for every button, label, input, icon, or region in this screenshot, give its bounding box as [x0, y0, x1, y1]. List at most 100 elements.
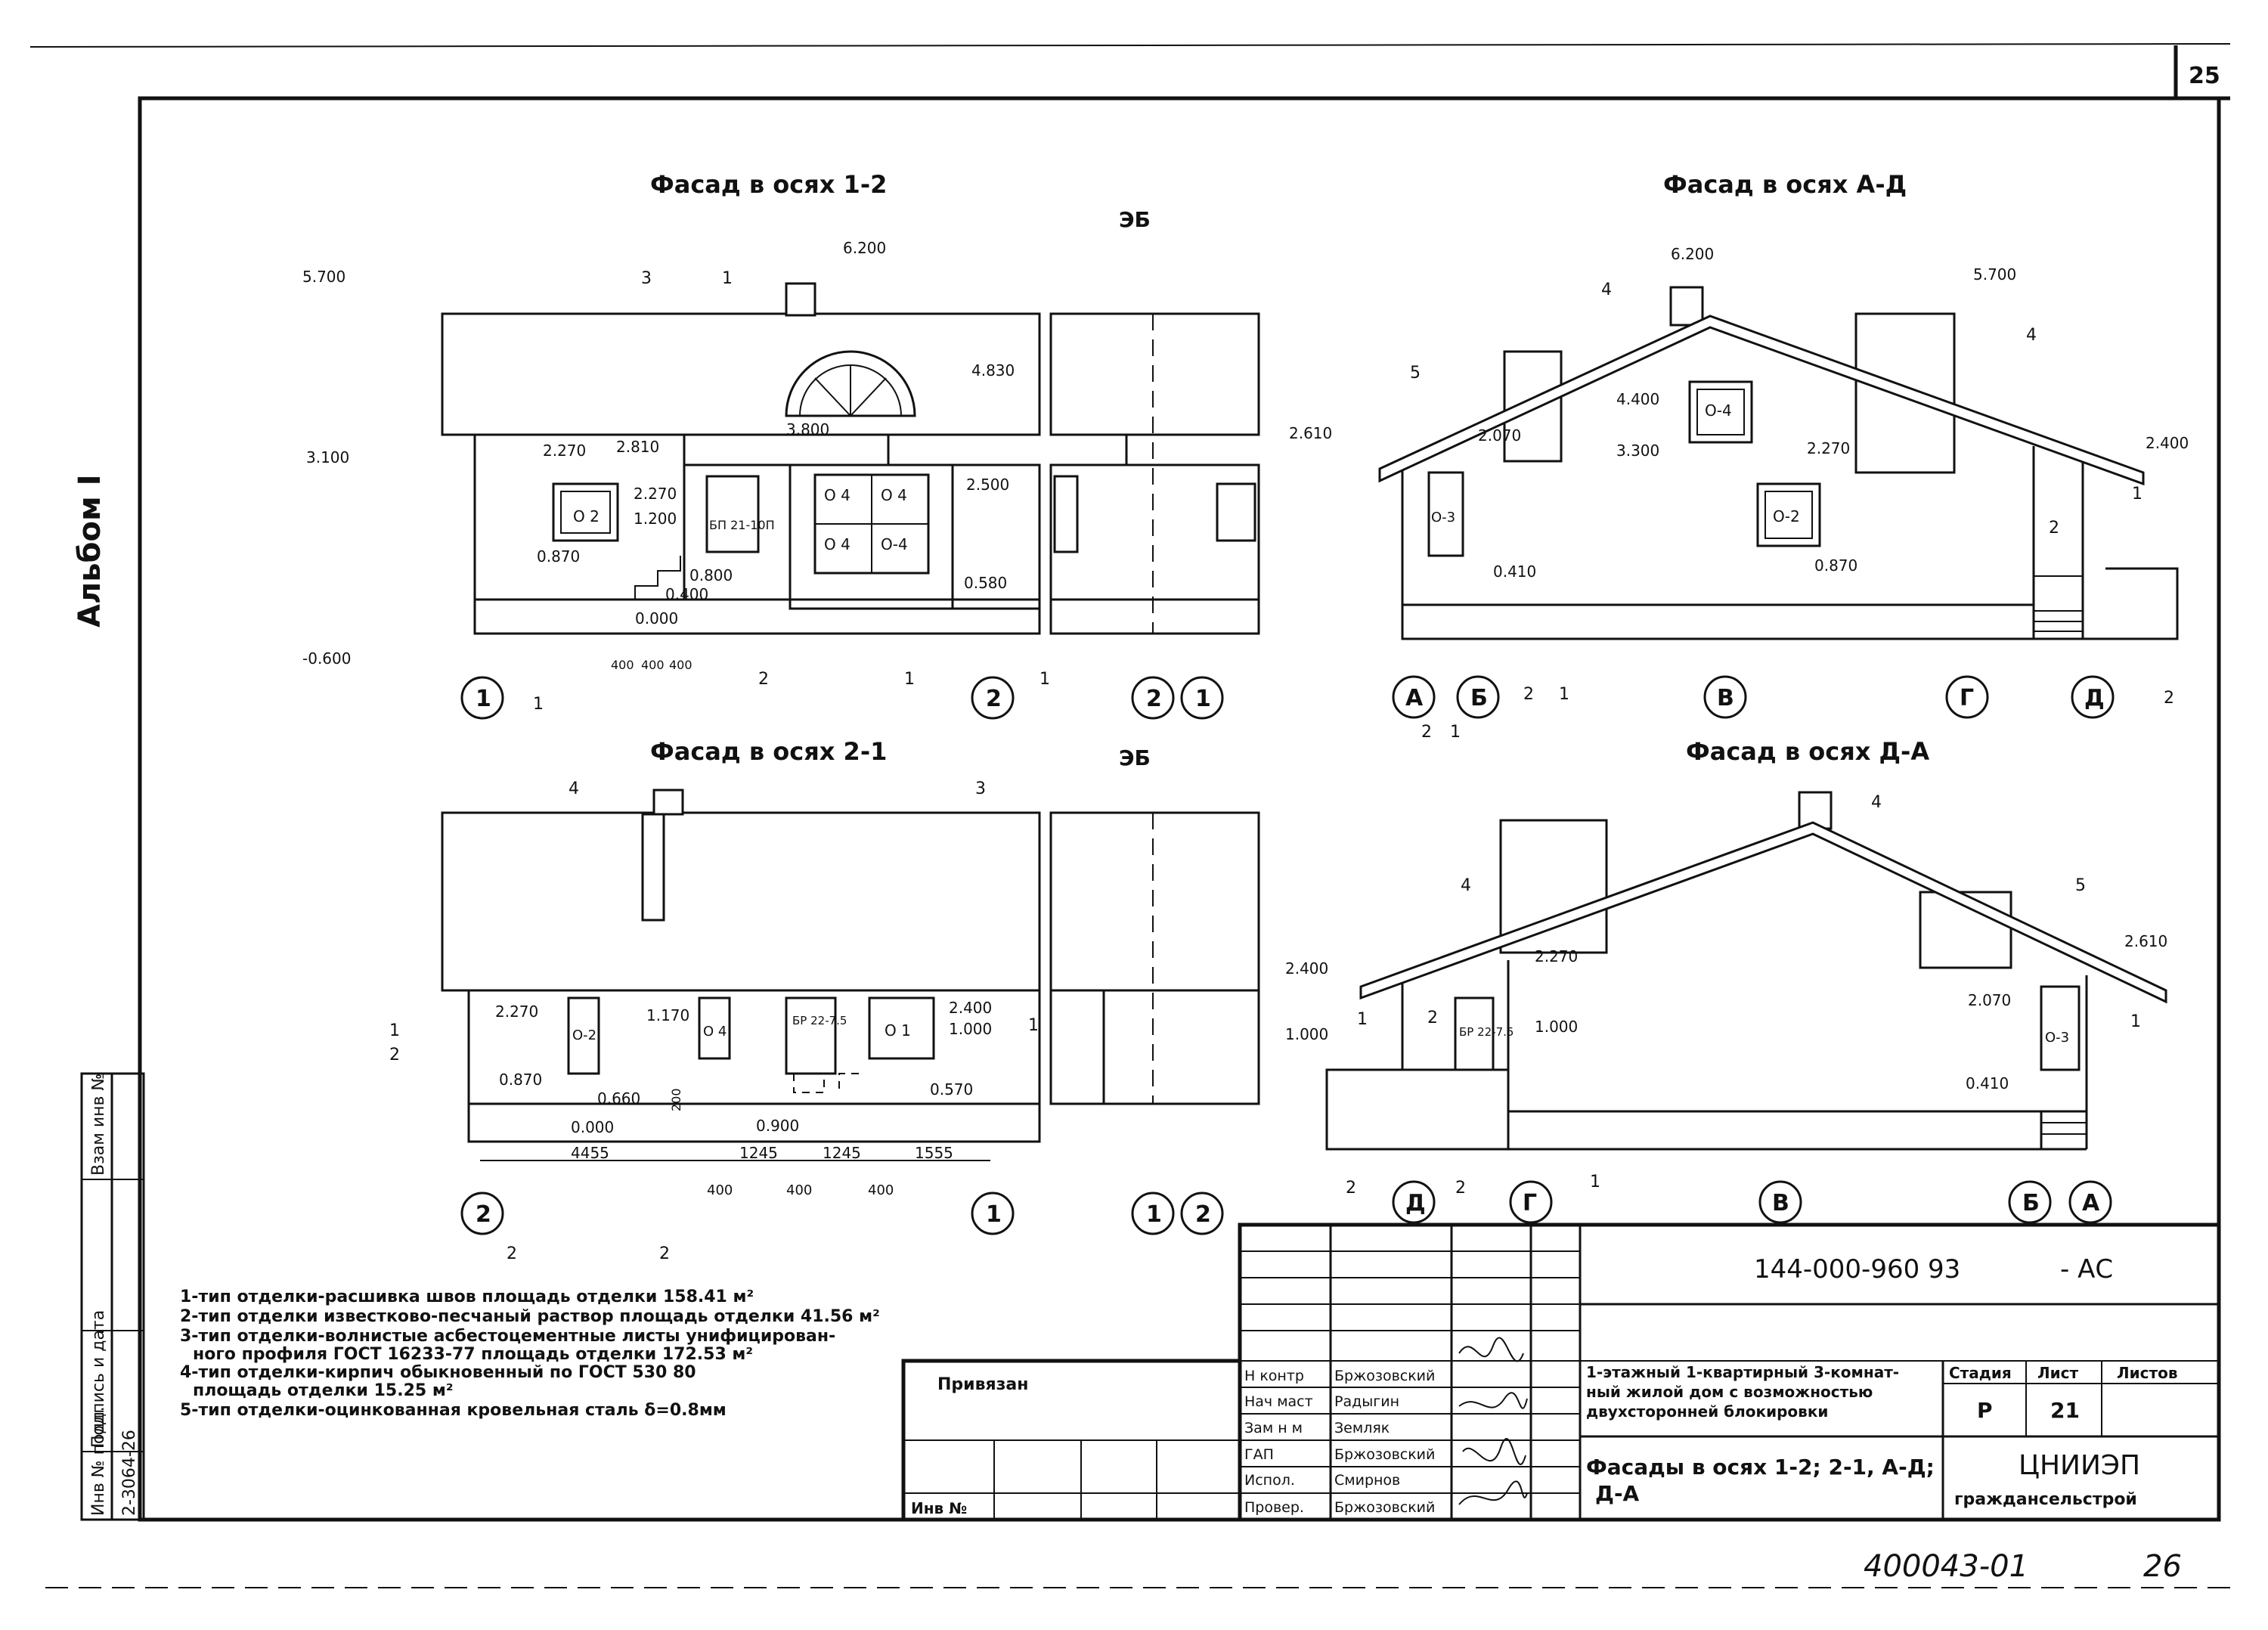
- svg-text:1.000: 1.000: [949, 1020, 992, 1038]
- view-title-2-1: Фасад в осях 2-1: [650, 737, 887, 766]
- svg-text:400: 400: [868, 1182, 894, 1198]
- svg-text:4.400: 4.400: [1616, 390, 1659, 408]
- svg-text:6.200: 6.200: [843, 239, 886, 257]
- axis-side-2b: 2: [1195, 1201, 1211, 1228]
- axis-side-2: 2: [1146, 686, 1162, 712]
- axis-1-2-left: 1: [476, 686, 491, 712]
- note-4b: площадь отделки 15.25 м²: [193, 1381, 453, 1400]
- name-3: Земляк: [1334, 1420, 1390, 1436]
- title-block: [901, 1222, 2221, 1522]
- svg-text:0.000: 0.000: [571, 1118, 614, 1136]
- svg-text:4: 4: [1461, 876, 1471, 895]
- axis-2-1-left: 2: [476, 1201, 491, 1228]
- doc-code: 144-000-960 93: [1754, 1254, 1960, 1284]
- svg-text:О 4: О 4: [824, 486, 850, 504]
- svg-text:О 4: О 4: [824, 535, 850, 553]
- axis-d: Д: [2084, 685, 2105, 711]
- svg-text:БР 22-7.5: БР 22-7.5: [1459, 1025, 1514, 1039]
- svg-text:6.200: 6.200: [1671, 245, 1714, 263]
- svg-text:400: 400: [641, 658, 665, 672]
- axis-d2: Д: [1405, 1190, 1426, 1216]
- view-title-a-d: Фасад в осях А-Д: [1663, 170, 1907, 199]
- svg-text:1: 1: [2132, 485, 2143, 504]
- svg-text:4: 4: [569, 779, 579, 798]
- handwritten-page: 26: [2143, 1549, 2182, 1584]
- axis-a: А: [1405, 685, 1424, 711]
- svg-text:1: 1: [1450, 723, 1461, 742]
- svg-text:О-4: О-4: [881, 535, 908, 553]
- svg-text:0.580: 0.580: [964, 574, 1007, 592]
- desc-1: 1-этажный 1-квартирный 3-комнат-: [1586, 1363, 1899, 1381]
- svg-text:0.410: 0.410: [1493, 562, 1536, 581]
- svg-text:О 1: О 1: [885, 1021, 911, 1040]
- svg-text:2: 2: [659, 1244, 670, 1263]
- svg-text:1.170: 1.170: [646, 1006, 689, 1024]
- doc-suffix: - АС: [2060, 1254, 2113, 1284]
- note-5: 5-тип отделки-оцинкованная кровельная ст…: [180, 1401, 727, 1420]
- svg-text:1: 1: [904, 670, 915, 689]
- svg-text:2.400: 2.400: [949, 999, 992, 1017]
- axis-g: Г: [1960, 685, 1974, 711]
- facade-1-2: Фасад в осях 1-2 ЭБ О 2 О 4 О 4 О 4 О-4 …: [302, 170, 1260, 720]
- vzam-inv-label: Взам инв №: [89, 1074, 108, 1176]
- svg-text:2.610: 2.610: [1289, 424, 1332, 442]
- svg-text:2: 2: [1421, 723, 1432, 742]
- name-2: Радыгин: [1334, 1393, 1399, 1410]
- note-2: 2-тип отделки известково-песчаный раство…: [180, 1307, 880, 1326]
- strip-number: 2-3064-26: [120, 1430, 139, 1516]
- axis-g2: Г: [1523, 1190, 1537, 1216]
- org-name: ЦНИИЭП: [2019, 1450, 2140, 1481]
- svg-text:400: 400: [669, 658, 692, 672]
- svg-text:1.000: 1.000: [1535, 1018, 1578, 1036]
- svg-text:1.200: 1.200: [634, 510, 677, 528]
- svg-text:2.400: 2.400: [2146, 434, 2189, 452]
- svg-text:2: 2: [758, 670, 769, 689]
- album-label: Альбом I: [73, 475, 107, 628]
- svg-text:1: 1: [1590, 1173, 1600, 1192]
- svg-text:2: 2: [507, 1244, 517, 1263]
- page-number: 25: [2189, 63, 2220, 89]
- finish-notes: 1-тип отделки-расшивка швов площадь отде…: [180, 1288, 880, 1420]
- svg-text:4: 4: [1601, 280, 1612, 299]
- name-6: Бржозовский: [1334, 1499, 1435, 1516]
- role-4: ГАП: [1244, 1446, 1274, 1463]
- sheets-header: Листов: [2117, 1364, 2177, 1382]
- svg-text:О 2: О 2: [573, 507, 600, 525]
- role-2: Нач маст: [1244, 1393, 1313, 1410]
- svg-text:2.270: 2.270: [1535, 947, 1578, 965]
- svg-text:3.100: 3.100: [306, 448, 349, 466]
- svg-text:2: 2: [1427, 1009, 1438, 1027]
- name-4: Бржозовский: [1334, 1446, 1435, 1463]
- axis-2-1-right: 1: [986, 1201, 1002, 1228]
- svg-text:2.270: 2.270: [634, 485, 677, 503]
- facade-2-1: Фасад в осях 2-1 ЭБ О-2 О 4 БР 22-7.5 О …: [389, 737, 1260, 1263]
- eb-mark-2: ЭБ: [1119, 745, 1151, 770]
- svg-text:1: 1: [1040, 670, 1050, 689]
- axis-1-2-right: 2: [986, 686, 1002, 712]
- svg-text:1: 1: [2130, 1012, 2141, 1031]
- svg-text:БР 22-7.5: БР 22-7.5: [792, 1014, 847, 1027]
- role-5: Испол.: [1244, 1472, 1295, 1489]
- svg-text:-0.600: -0.600: [302, 649, 351, 668]
- svg-text:О-4: О-4: [1705, 401, 1732, 420]
- svg-text:БП 21-10П: БП 21-10П: [709, 518, 775, 532]
- svg-text:1: 1: [533, 695, 544, 714]
- handwritten-code: 400043-01: [1864, 1549, 2028, 1584]
- privyazan-label: Привязан: [937, 1375, 1028, 1394]
- svg-text:3.300: 3.300: [1616, 442, 1659, 460]
- role-3: Зам н м: [1244, 1420, 1303, 1436]
- svg-text:4: 4: [2026, 326, 2037, 345]
- svg-text:0.570: 0.570: [930, 1080, 973, 1099]
- svg-text:О-2: О-2: [1773, 507, 1800, 525]
- svg-text:1245: 1245: [823, 1144, 861, 1162]
- svg-text:1: 1: [389, 1021, 400, 1040]
- svg-text:2.400: 2.400: [1285, 959, 1328, 978]
- svg-text:400: 400: [611, 658, 634, 672]
- svg-text:О 4: О 4: [703, 1024, 727, 1040]
- svg-text:0.870: 0.870: [499, 1071, 542, 1089]
- svg-text:3: 3: [975, 779, 986, 798]
- stage-header: Стадия: [1949, 1364, 2012, 1382]
- axis-v2: В: [1772, 1190, 1789, 1216]
- svg-text:2.610: 2.610: [2124, 932, 2167, 950]
- note-3a: 3-тип отделки-волнистые асбестоцементные…: [180, 1327, 835, 1346]
